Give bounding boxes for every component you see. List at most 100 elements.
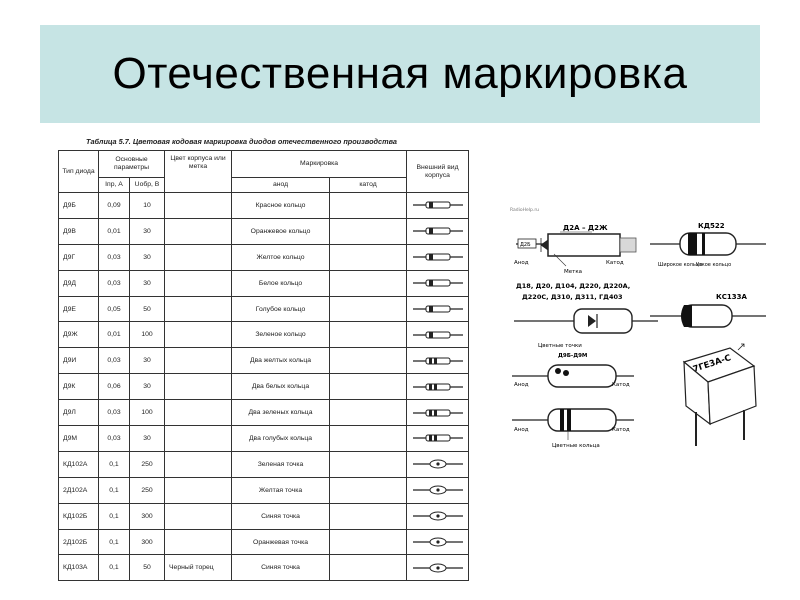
cell-anode-marking: Синяя точка — [231, 554, 331, 582]
cell-diode-type: Д9Г — [58, 243, 99, 271]
narrow-ring-label: Узкое кольцо — [696, 262, 731, 268]
cell-anode-marking: Два зеленых кольца — [231, 399, 331, 427]
header-main-params: Основные параметры — [97, 150, 166, 178]
cell-current: 0,03 — [98, 243, 130, 271]
chip-component-drawing: 7ГЕ3А-С — [682, 343, 757, 446]
cell-cathode-marking — [329, 502, 408, 530]
cell-diode-type: Д9Д — [58, 269, 99, 297]
d9-dots-anode-label: Анод — [514, 382, 529, 388]
cell-voltage: 30 — [128, 217, 166, 245]
cell-anode-marking: Два желтых кольца — [231, 347, 331, 375]
cell-current: 0,1 — [98, 528, 130, 556]
cell-current: 0,1 — [98, 502, 130, 530]
cell-voltage: 100 — [128, 399, 166, 427]
cell-voltage: 30 — [128, 373, 166, 401]
wide-ring-label: Широкое кольцо — [658, 262, 702, 268]
cell-cathode-marking — [329, 373, 408, 401]
cell-current: 0,1 — [98, 450, 130, 478]
diode-case-band-icon — [412, 331, 463, 339]
cell-current: 0,03 — [98, 399, 130, 427]
header-anode: анод — [231, 177, 331, 193]
kd522-diode-drawing: КД522 Широкое кольцо Узкое кольцо — [650, 222, 766, 268]
cell-voltage: 30 — [128, 347, 166, 375]
cell-diode-type: Д9К — [58, 373, 99, 401]
cell-voltage: 30 — [128, 243, 166, 271]
diode-case-dot-icon — [412, 459, 463, 469]
cell-case-symbol — [406, 425, 470, 452]
header-diode-type: Тип диода — [58, 150, 99, 193]
cell-current: 0,1 — [98, 554, 130, 582]
cell-anode-marking: Зеленое кольцо — [231, 321, 331, 349]
cell-case-symbol — [406, 554, 470, 582]
cell-anode-marking: Синяя точка — [231, 502, 331, 530]
cell-case-symbol — [406, 269, 470, 297]
cell-anode-marking: Желтое кольцо — [231, 243, 331, 271]
header-current: Iпр, А — [98, 177, 130, 193]
cell-cathode-marking — [329, 554, 408, 582]
cell-diode-type: Д9Л — [58, 399, 99, 427]
cell-case-symbol — [406, 502, 470, 530]
cell-cathode-marking — [329, 243, 408, 271]
d2-title-label: Д2А – Д2Ж — [563, 224, 608, 232]
cell-case-symbol — [406, 373, 470, 401]
diode-case-band-icon — [412, 201, 463, 209]
cell-current: 0,01 — [98, 217, 130, 245]
d9-rings-drawing: Анод Катод Цветные кольца — [512, 408, 634, 449]
cell-case-symbol — [406, 476, 470, 504]
d2-anode-label: Анод — [514, 260, 529, 266]
cell-diode-type: КД102А — [58, 450, 99, 478]
cell-case-color — [164, 243, 233, 271]
cell-voltage: 300 — [128, 502, 166, 530]
d9-rings-cathode-label: Катод — [612, 427, 630, 433]
cell-cathode-marking — [329, 528, 408, 556]
diode-case-band-icon — [412, 227, 463, 235]
cell-case-symbol — [406, 347, 470, 375]
cell-voltage: 250 — [128, 450, 166, 478]
cell-case-color — [164, 295, 233, 323]
cell-voltage: 30 — [128, 269, 166, 297]
cell-diode-type: КД103А — [58, 554, 99, 582]
cell-anode-marking: Оранжевая точка — [231, 528, 331, 556]
cell-case-symbol — [406, 295, 470, 323]
header-marking: Маркировка — [231, 150, 408, 178]
cell-case-symbol — [406, 528, 470, 556]
diode-case-double-band-icon — [412, 383, 463, 391]
series-line1-label: Д18, Д20, Д104, Д220, Д220А, — [516, 282, 630, 290]
ks133-title-label: КС133А — [716, 293, 747, 301]
cell-diode-type: Д9Ж — [58, 321, 99, 349]
header-case-color: Цвет корпуса или метка — [164, 150, 233, 193]
cell-current: 0,03 — [98, 269, 130, 297]
diode-case-dot-icon — [412, 563, 463, 573]
cell-voltage: 250 — [128, 476, 166, 504]
cell-case-symbol — [406, 192, 470, 219]
diode-case-double-band-icon — [412, 409, 463, 417]
cell-diode-type: Д9М — [58, 425, 99, 452]
cell-cathode-marking — [329, 217, 408, 245]
cell-case-color — [164, 399, 233, 427]
cell-case-color — [164, 347, 233, 375]
cell-anode-marking: Оранжевое кольцо — [231, 217, 331, 245]
cell-diode-type: 2Д102Б — [58, 528, 99, 556]
diode-case-band-icon — [412, 253, 463, 261]
d9-range-label: Д9Б-Д9М — [558, 353, 587, 359]
cell-case-symbol — [406, 243, 470, 271]
cell-anode-marking: Два белых кольца — [231, 373, 331, 401]
cell-case-color — [164, 528, 233, 556]
cell-anode-marking: Желтая точка — [231, 476, 331, 504]
cell-anode-marking: Красное кольцо — [231, 192, 331, 219]
d9-dots-cathode-label: Катод — [612, 382, 630, 388]
kd522-title-label: КД522 — [698, 222, 725, 230]
diode-case-dot-icon — [412, 537, 463, 547]
diode-case-double-band-icon — [412, 434, 463, 442]
cell-case-color — [164, 321, 233, 349]
cell-current: 0,03 — [98, 347, 130, 375]
cell-case-color — [164, 425, 233, 452]
header-cathode: катод — [329, 177, 408, 193]
